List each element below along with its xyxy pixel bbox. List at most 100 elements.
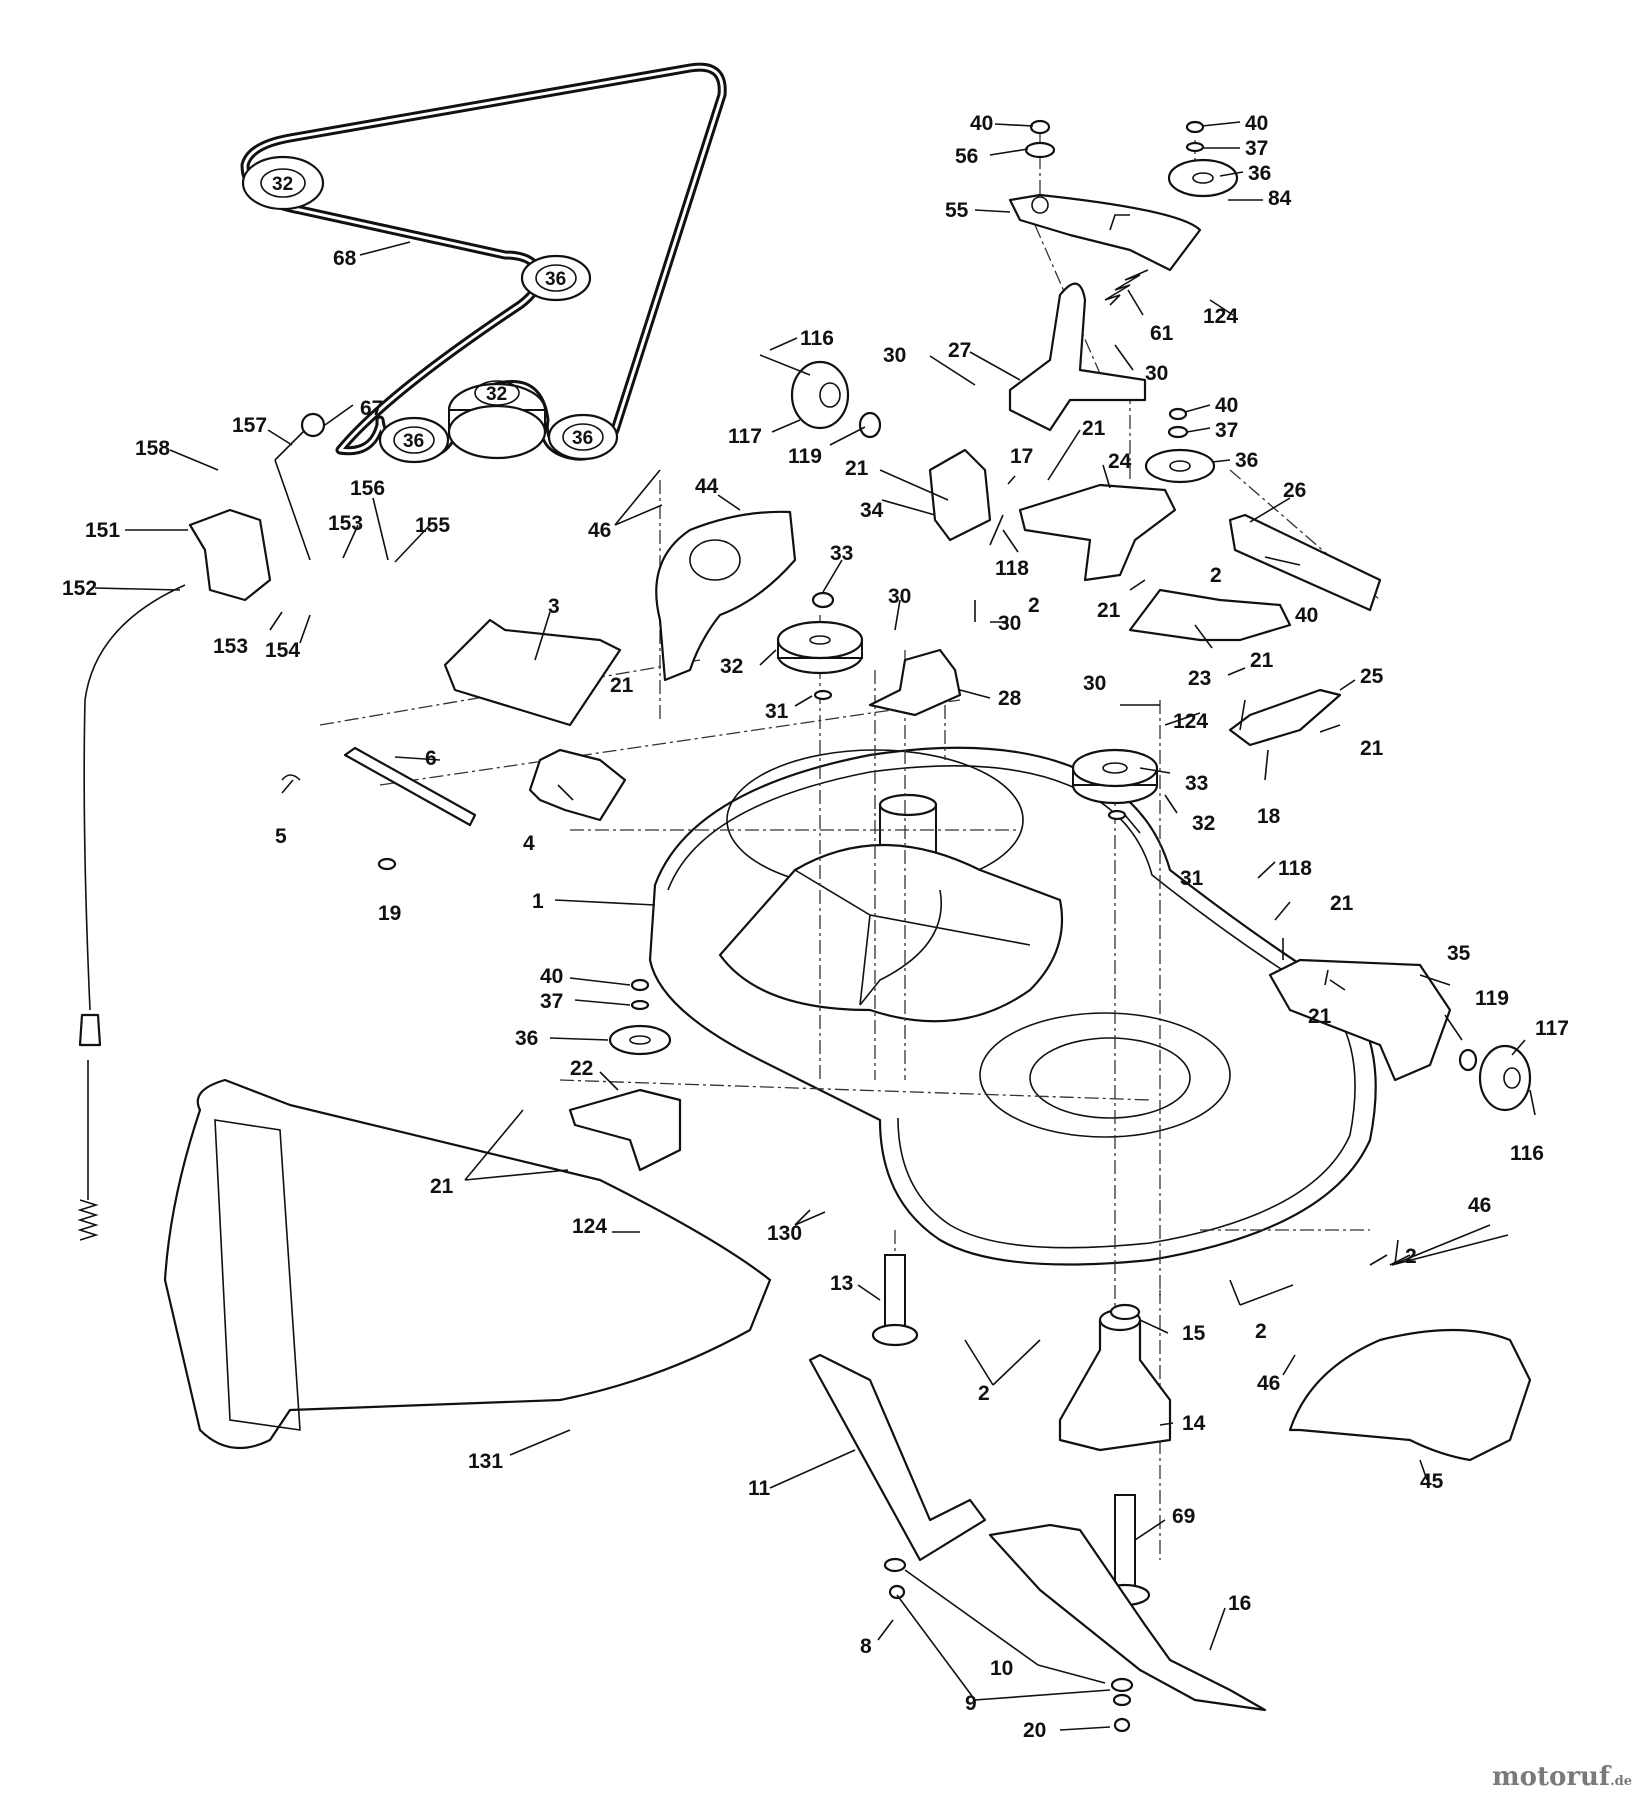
- callout-36: 36: [1248, 162, 1271, 185]
- callout-21: 21: [610, 674, 634, 697]
- belt-pulley-36-left: [378, 416, 450, 464]
- callout-21: 21: [1308, 1005, 1332, 1028]
- idler-arm-55: [1008, 193, 1202, 272]
- spring-61: [1104, 269, 1149, 306]
- bracket-22: [568, 1088, 682, 1172]
- nut-40-top-right: [1185, 120, 1205, 134]
- callout-31: 31: [1180, 867, 1204, 890]
- washer-37-front: [630, 999, 650, 1011]
- callout-24: 24: [1108, 450, 1132, 473]
- motoruf-watermark: motoruf.de: [1492, 1762, 1632, 1792]
- callout-40: 40: [1245, 112, 1268, 135]
- mower-deck-housing: [648, 746, 1377, 1266]
- callout-22: 22: [570, 1057, 593, 1080]
- callout-8: 8: [860, 1635, 872, 1658]
- callout-67: 67: [360, 397, 383, 420]
- pulley-117-top: [790, 360, 850, 430]
- handle-bracket-151: [188, 508, 272, 602]
- pulley-label-32: 32: [272, 174, 293, 195]
- pulley-label-36: 36: [572, 428, 593, 449]
- callout-34: 34: [860, 499, 884, 522]
- callout-2: 2: [1255, 1320, 1267, 1343]
- adjust-cable-152: [77, 584, 186, 1241]
- callout-118: 118: [1278, 857, 1312, 880]
- part-callout-labels: 40 56 40 37 36 84 55 124 61 68 116 30 27…: [62, 112, 1569, 1742]
- callout-21: 21: [1360, 737, 1384, 760]
- watermark-brand: motoruf: [1492, 1762, 1611, 1792]
- belt-pulley-36-right: [547, 413, 619, 461]
- callout-44: 44: [695, 475, 719, 498]
- blade-mandrel-pulley-32-right: [1071, 748, 1159, 805]
- callout-156: 156: [350, 477, 385, 500]
- callout-31: 31: [765, 700, 789, 723]
- nut-40-top-left: [1029, 119, 1051, 135]
- callout-117: 117: [1535, 1017, 1569, 1040]
- washer-15: [1109, 1303, 1141, 1321]
- callout-6: 6: [425, 747, 437, 770]
- callout-21: 21: [1330, 892, 1354, 915]
- callout-27: 27: [948, 339, 971, 362]
- callout-21: 21: [1082, 417, 1106, 440]
- callout-16: 16: [1228, 1592, 1251, 1615]
- callout-40: 40: [970, 112, 993, 135]
- callout-19: 19: [378, 902, 401, 925]
- callout-131: 131: [468, 1450, 503, 1473]
- callout-154: 154: [265, 639, 300, 662]
- callout-117: 117: [728, 425, 762, 448]
- callout-45: 45: [1420, 1470, 1444, 1493]
- knob-67: [300, 412, 326, 438]
- discharge-chute-131: [163, 1078, 772, 1450]
- callout-9: 9: [965, 1692, 977, 1715]
- lift-bracket-3: [443, 618, 622, 727]
- callout-37: 37: [1245, 137, 1268, 160]
- callout-69: 69: [1172, 1505, 1195, 1528]
- callout-157: 157: [232, 414, 267, 437]
- callout-158: 158: [135, 437, 170, 460]
- spindle-13: [871, 1254, 919, 1347]
- callout-leader-lines: [94, 121, 1536, 1731]
- callout-68: 68: [333, 247, 357, 270]
- belt-pulley-32-top: [241, 155, 325, 211]
- callout-84: 84: [1268, 187, 1292, 210]
- blade-11: [808, 1353, 987, 1562]
- spindle-housing-14: [1058, 1308, 1172, 1452]
- callout-30: 30: [998, 612, 1021, 635]
- belt-pulley-36-mid: [520, 254, 592, 302]
- bracket-26: [1228, 513, 1382, 612]
- callout-40: 40: [540, 965, 563, 988]
- lift-bracket-4: [528, 748, 627, 822]
- nut-40-right: [1168, 407, 1188, 421]
- callout-3: 3: [548, 595, 560, 618]
- callout-23: 23: [1188, 667, 1211, 690]
- callout-1: 1: [532, 890, 544, 913]
- nut-40-front: [630, 978, 650, 992]
- pulley-117-right: [1478, 1044, 1532, 1112]
- bracket-34: [928, 448, 992, 542]
- callout-18: 18: [1257, 805, 1281, 828]
- callout-153: 153: [213, 635, 248, 658]
- callout-36: 36: [515, 1027, 538, 1050]
- callout-28: 28: [998, 687, 1022, 710]
- idler-bracket-27: [1008, 282, 1147, 432]
- idler-pulley-36-top: [1167, 158, 1239, 198]
- callout-2: 2: [978, 1382, 990, 1405]
- bolt-116-top: [759, 354, 811, 376]
- pulley-label-36: 36: [403, 431, 424, 452]
- lift-handle-157: [274, 429, 311, 561]
- callout-40: 40: [1295, 604, 1318, 627]
- callout-2: 2: [1405, 1245, 1417, 1268]
- callout-36: 36: [1235, 449, 1258, 472]
- callout-14: 14: [1182, 1412, 1206, 1435]
- belt-cover-44: [655, 510, 797, 682]
- callout-153: 153: [328, 512, 363, 535]
- callout-46: 46: [1468, 1194, 1491, 1217]
- callout-33: 33: [1185, 772, 1208, 795]
- callout-2: 2: [1210, 564, 1222, 587]
- bracket-35: [1268, 958, 1452, 1082]
- callout-21: 21: [845, 457, 869, 480]
- callout-20: 20: [1023, 1719, 1046, 1742]
- callout-116: 116: [1510, 1142, 1544, 1165]
- washer-31-left: [813, 689, 833, 701]
- callout-55: 55: [945, 199, 969, 222]
